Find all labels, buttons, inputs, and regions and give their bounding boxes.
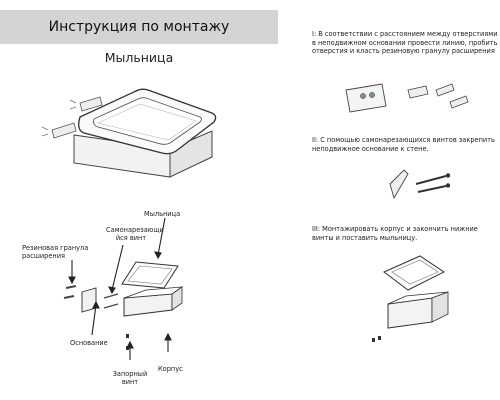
label-lock-screw: Запорный винт	[112, 370, 148, 386]
right-page: I: В соответствии с расстоянием между от…	[286, 0, 500, 400]
label-granule: Резиновая гранула расширения	[22, 244, 96, 260]
label-soap-dish: Мыльница	[144, 210, 180, 218]
label-self-tapping-screw: Самонарезающи йся винт	[106, 226, 156, 242]
pointer-arrows	[0, 0, 278, 400]
step-1-text: I: В соответствии с расстоянием между от…	[312, 30, 500, 56]
step-1-illustration	[346, 76, 496, 116]
step-2-illustration	[382, 164, 462, 204]
left-page: Инструкция по монтажу Мыльница	[0, 0, 278, 400]
step-2-text: II: С помощью самонарезающихся винтов за…	[312, 136, 500, 153]
label-base: Основание	[70, 339, 108, 347]
label-body: Корпус	[158, 365, 183, 373]
step-3-illustration	[380, 252, 480, 352]
step-3-text: III: Монтажировать корпус и закончить ни…	[312, 225, 500, 242]
